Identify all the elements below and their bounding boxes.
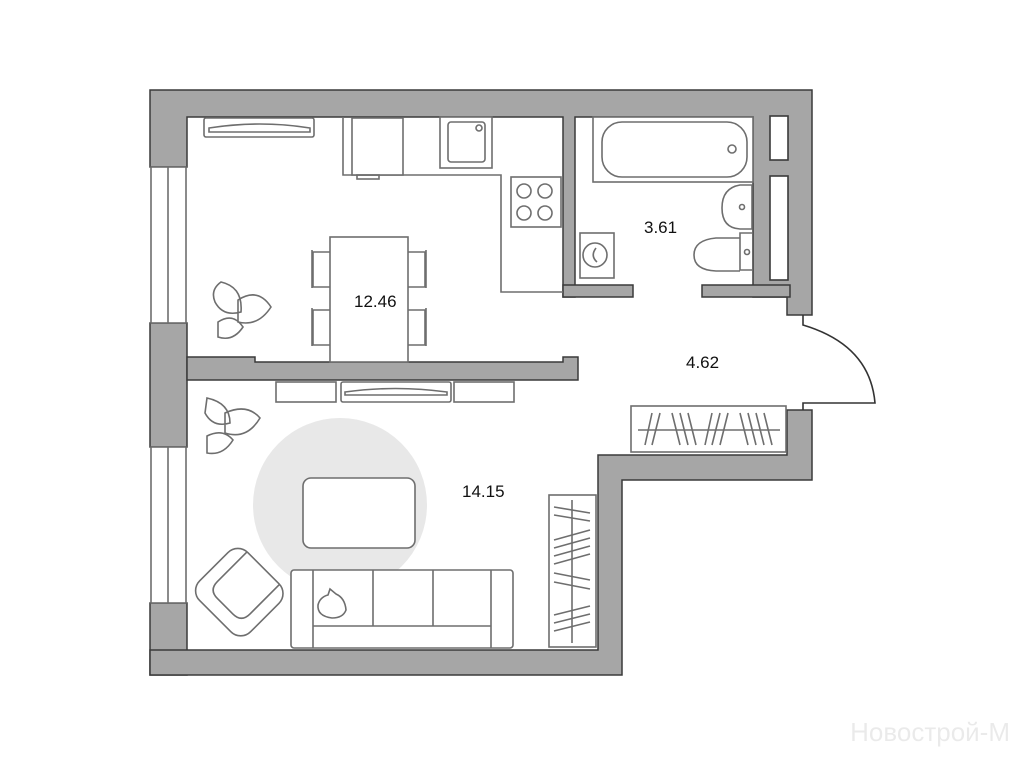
sink [721,184,753,230]
cat [317,587,347,619]
plant [204,397,261,455]
window [150,446,187,604]
room-area-living-room: 14.15 [462,482,505,501]
room-area-hallway: 4.62 [686,353,719,372]
walls [149,89,813,676]
entrance-door[interactable] [802,315,876,410]
window [150,166,187,324]
tv-stand [275,381,515,403]
room-area-kitchen: 12.46 [354,292,397,311]
kitchen-counter [342,116,563,293]
wardrobe [548,494,597,648]
wardrobe [630,405,787,453]
toilet [693,232,752,272]
radiator [203,117,315,138]
room-area-bathroom: 3.61 [644,218,677,237]
washing-machine [579,232,615,279]
sofa [290,569,514,649]
dining-table [311,236,427,363]
plant [212,281,272,340]
coffee-table [302,477,416,549]
stove [510,176,562,228]
bathtub [592,116,754,183]
armchair [194,547,284,637]
watermark: Новострой-М [850,717,1010,747]
